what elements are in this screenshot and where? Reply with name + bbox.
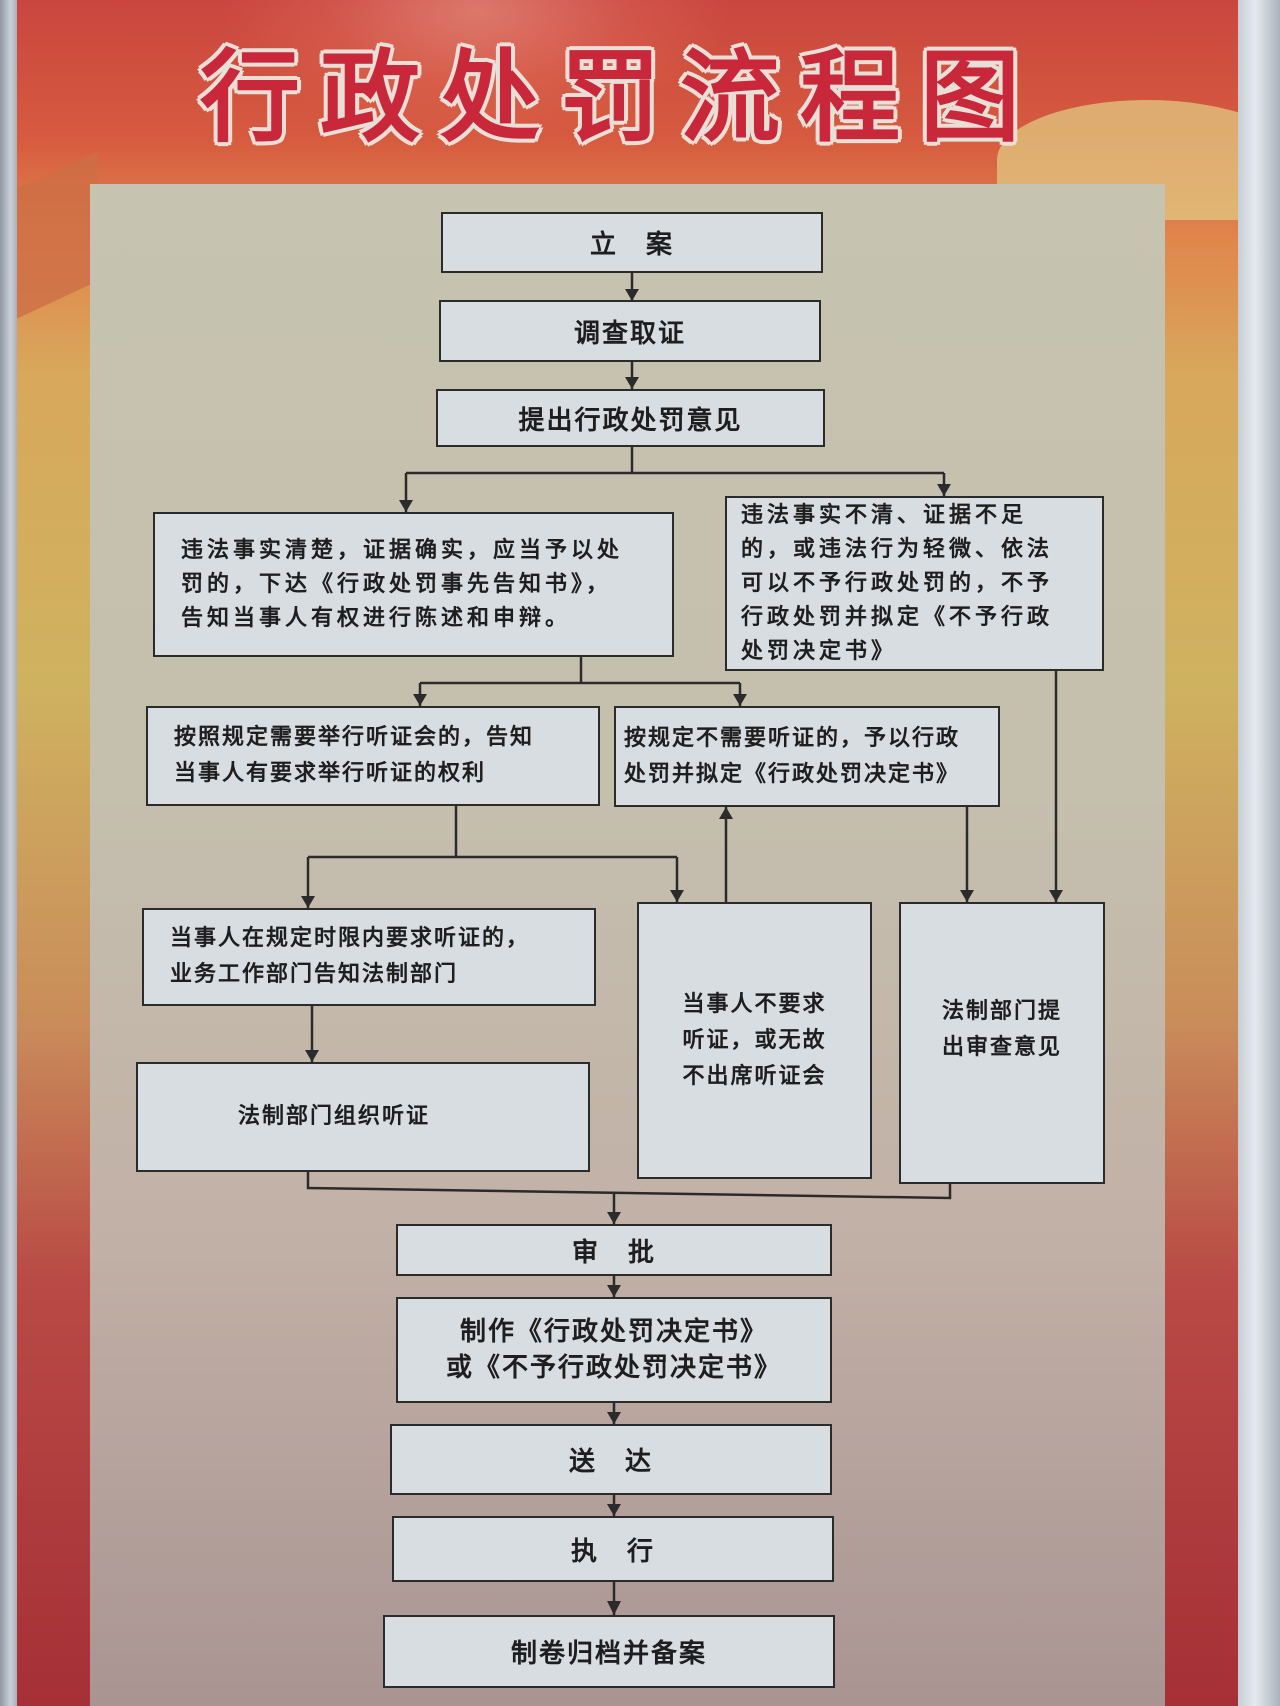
step-make-decision: 制作《行政处罚决定书》 或《不予行政处罚决定书》 xyxy=(396,1297,832,1403)
party-requests-hearing: 当事人在规定时限内要求听证的， 业务工作部门告知法制部门 xyxy=(142,908,596,1006)
title-char: 图 xyxy=(920,39,1020,156)
step-investigate: 调查取证 xyxy=(439,300,821,362)
title-char: 流 xyxy=(680,39,780,156)
step-label: 制卷归档并备案 xyxy=(510,1639,707,1669)
step-label: 审 批 xyxy=(571,1237,656,1268)
title-char: 处 xyxy=(440,39,540,156)
step-archive: 制卷归档并备案 xyxy=(383,1615,835,1688)
branch-facts-clear: 违法事实清楚，证据确实，应当予以处 罚的，下达《行政处罚事先告知书》， 告知当事… xyxy=(153,512,674,657)
branch-facts-unclear: 违法事实不清、证据不足 的，或违法行为轻微、依法 可以不予行政处罚的，不予 行政… xyxy=(725,496,1104,671)
hearing-required: 按照规定需要举行听证会的，告知 当事人有要求举行听证的权利 xyxy=(146,706,600,806)
step-label: 按规定不需要听证的，予以行政 处罚并拟定《行政处罚决定书》 xyxy=(624,725,961,787)
step-label: 违法事实清楚，证据确实，应当予以处 罚的，下达《行政处罚事先告知书》， 告知当事… xyxy=(181,537,624,631)
step-label: 送 达 xyxy=(568,1447,653,1477)
title-char: 政 xyxy=(320,39,420,156)
step-label: 提出行政处罚意见 xyxy=(518,405,743,436)
step-label: 立 案 xyxy=(589,230,674,260)
title-char: 行 xyxy=(200,39,300,156)
legal-dept-review: 法制部门提 出审查意见 xyxy=(899,902,1105,1184)
step-file-case: 立 案 xyxy=(441,212,823,273)
poster-frame-right xyxy=(1238,0,1280,1706)
step-label: 制作《行政处罚决定书》 或《不予行政处罚决定书》 xyxy=(445,1317,782,1383)
title-char: 程 xyxy=(800,39,900,156)
step-label: 违法事实不清、证据不足 的，或违法行为轻微、依法 可以不予行政处罚的，不予 行政… xyxy=(741,502,1054,664)
step-label: 调查取证 xyxy=(573,318,686,349)
step-propose-penalty: 提出行政处罚意见 xyxy=(436,389,825,447)
step-label: 当事人不要求 听证，或无故 不出席听证会 xyxy=(682,991,827,1089)
step-label: 法制部门组织听证 xyxy=(238,1104,431,1129)
step-execute: 执 行 xyxy=(392,1516,834,1582)
decorative-stripe xyxy=(17,151,97,319)
step-label: 执 行 xyxy=(570,1536,655,1567)
no-hearing-required: 按规定不需要听证的，予以行政 处罚并拟定《行政处罚决定书》 xyxy=(614,706,1000,807)
step-serve: 送 达 xyxy=(390,1424,832,1495)
party-declines-hearing: 当事人不要求 听证，或无故 不出席听证会 xyxy=(637,902,872,1179)
step-label: 法制部门提 出审查意见 xyxy=(941,999,1062,1060)
poster-frame-left xyxy=(0,0,17,1706)
step-approve: 审 批 xyxy=(396,1224,832,1276)
title-char: 罚 xyxy=(560,39,660,156)
legal-dept-hearing: 法制部门组织听证 xyxy=(136,1062,590,1172)
step-label: 按照规定需要举行听证会的，告知 当事人有要求举行听证的权利 xyxy=(174,725,535,786)
step-label: 当事人在规定时限内要求听证的， 业务工作部门告知法制部门 xyxy=(170,926,531,987)
poster-title: 行 政 处 罚 流 程 图 xyxy=(200,38,1020,158)
